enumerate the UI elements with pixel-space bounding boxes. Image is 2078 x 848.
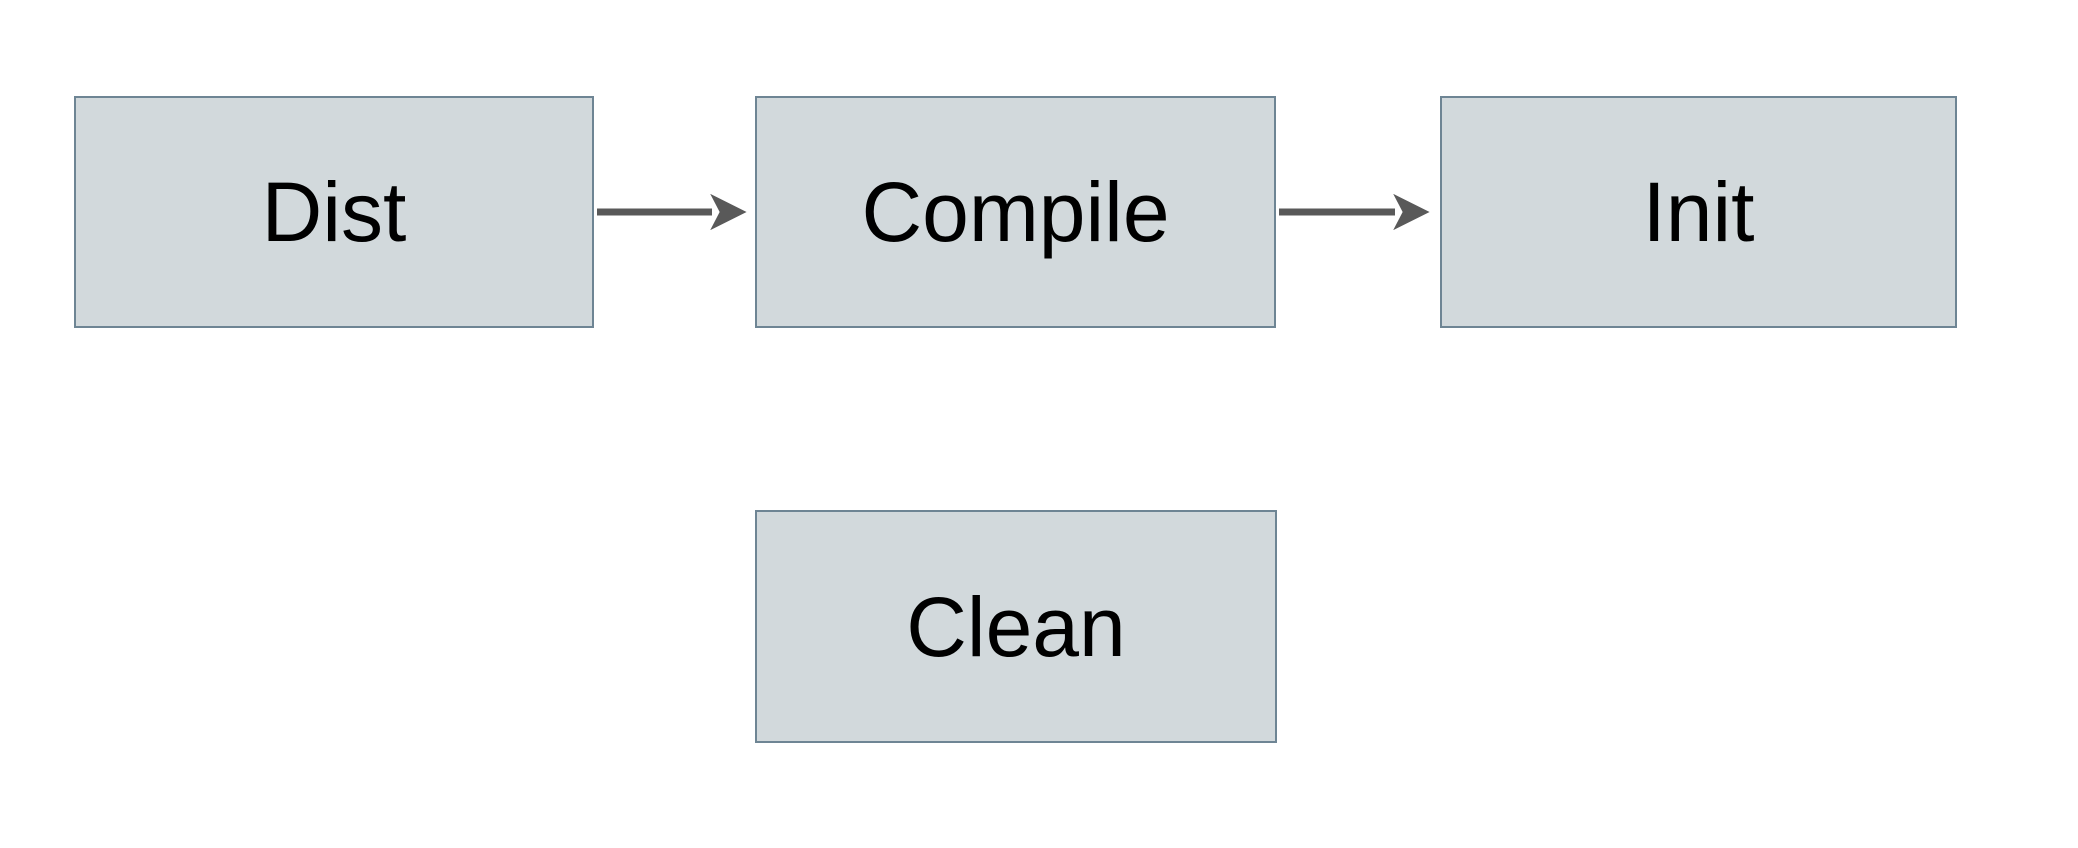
node-clean-label: Clean: [906, 579, 1126, 674]
node-dist-label: Dist: [261, 165, 407, 259]
node-compile-label: Compile: [861, 165, 1170, 259]
node-clean: Clean: [755, 510, 1277, 743]
node-compile: Compile: [755, 96, 1276, 328]
node-dist: Dist: [74, 96, 594, 328]
node-init-label: Init: [1642, 165, 1755, 259]
node-init: Init: [1440, 96, 1957, 328]
